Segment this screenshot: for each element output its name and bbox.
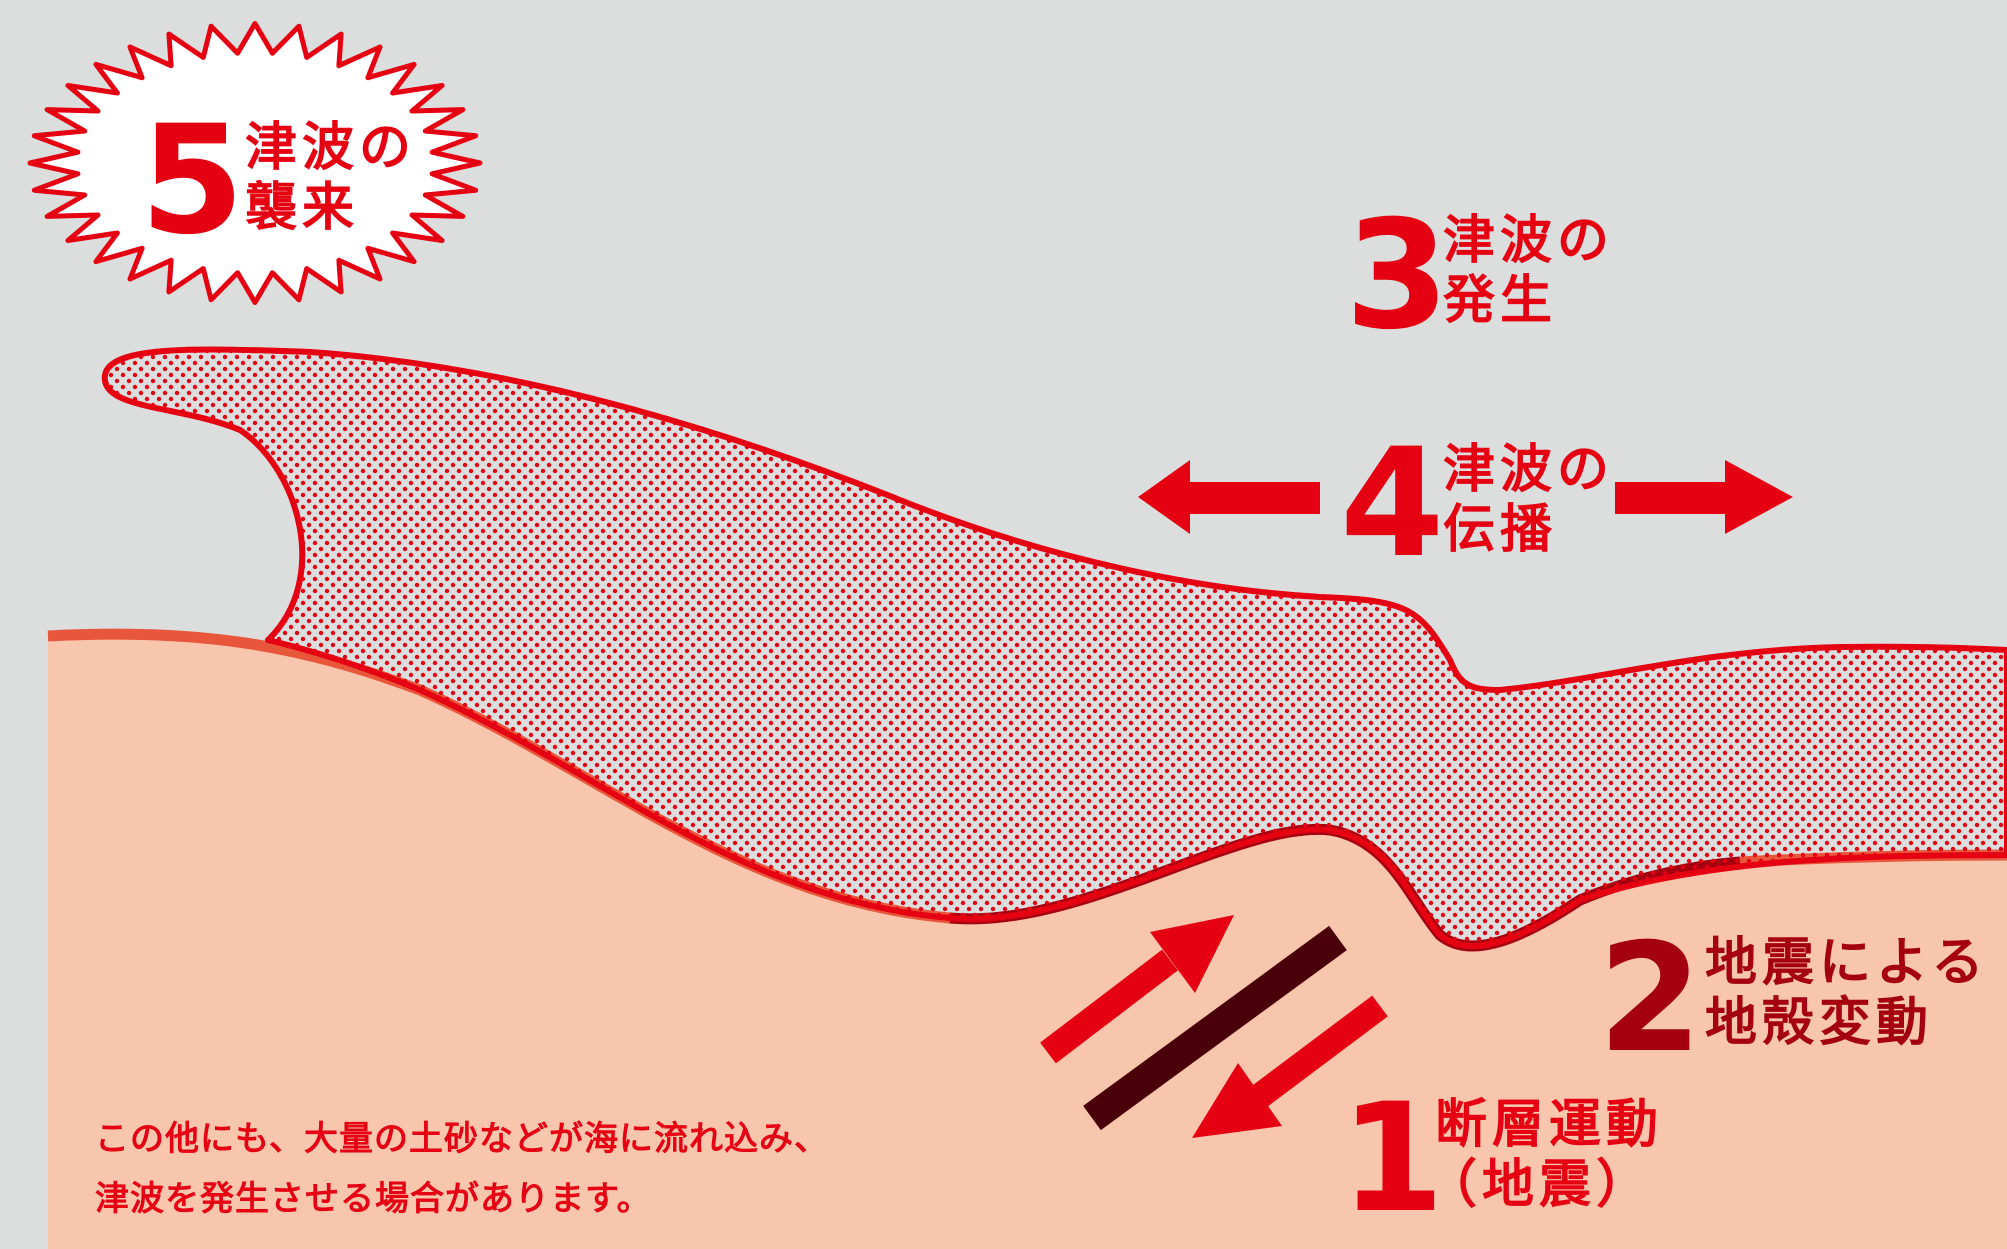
downward-arrow-shaft — [1252, 995, 1388, 1107]
step-2-label-line2: 地殻変動 — [1705, 993, 1933, 1053]
right-arrow-shaft — [1615, 482, 1730, 514]
upward-arrow-shaft — [1040, 949, 1178, 1064]
left-arrow-head — [1138, 460, 1190, 534]
step-4-label-line2: 伝播 — [1443, 500, 1557, 560]
step-4-number: 4 — [1340, 417, 1444, 591]
step-1-label-line2: （地震） — [1425, 1155, 1653, 1215]
opposing-arrows-icon — [1040, 915, 1388, 1138]
left-right-arrows-icon — [1138, 460, 1793, 534]
step-5-label-line1: 津波の — [245, 118, 416, 178]
fault-line — [1083, 925, 1347, 1131]
note-line2: 津波を発生させる場合があります。 — [95, 1179, 652, 1219]
upward-arrow-head — [1150, 915, 1234, 993]
note-line1: この他にも、大量の土砂などが海に流れ込み、 — [95, 1119, 829, 1159]
left-arrow-shaft — [1185, 482, 1320, 514]
step-5-number: 5 — [140, 94, 244, 268]
step-2-label-line1: 地震による — [1705, 933, 1988, 993]
step-5-label-line2: 襲来 — [245, 178, 359, 238]
step-3-label-line2: 発生 — [1443, 271, 1557, 331]
tsunami-wave — [101, 346, 2007, 950]
step-1-label-line1: 断層運動 — [1435, 1095, 1663, 1155]
land — [48, 634, 2007, 1249]
step-4-label-line1: 津波の — [1443, 440, 1614, 500]
step-3-number: 3 — [1345, 189, 1449, 363]
downward-arrow-head — [1192, 1063, 1282, 1138]
step-1-number: 1 — [1340, 1072, 1444, 1246]
step-3-label-line1: 津波の — [1443, 211, 1614, 271]
right-arrow-head — [1725, 460, 1793, 534]
step-2-number: 2 — [1598, 912, 1702, 1086]
starburst-icon — [27, 21, 483, 305]
